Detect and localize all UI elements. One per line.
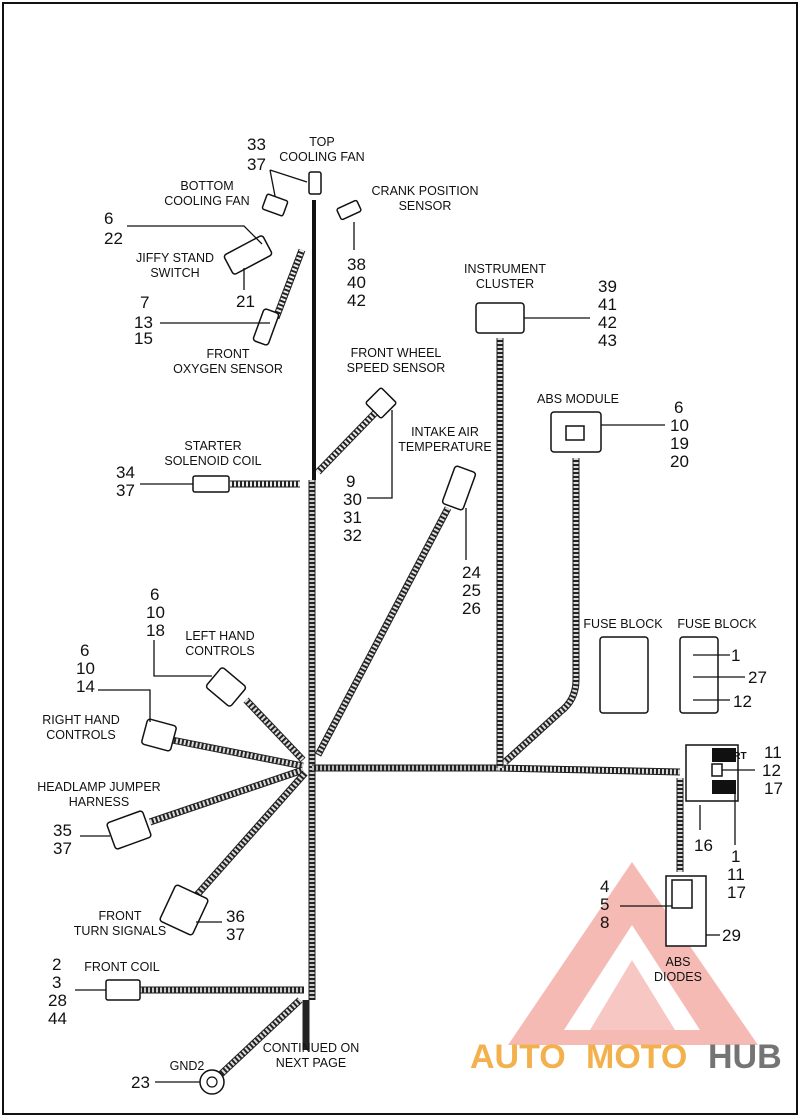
wheel-speed-sensor-connector [365, 387, 397, 419]
oxygen-sensor-connector [252, 308, 280, 346]
callout-relay-fan: 17 [764, 779, 783, 798]
abs-diodes-connector [671, 879, 693, 909]
callout-gnd2: 23 [131, 1073, 150, 1092]
gnd2-label: GND2 [170, 1059, 205, 1073]
callout-relay-start: 11 [764, 743, 782, 762]
wheel-speed-wire [315, 407, 381, 475]
connectors [105, 171, 739, 1095]
left-hand-controls-connector [205, 667, 247, 707]
crank-sensor-connector [336, 199, 362, 221]
callout-abs-diodes-29: 29 [722, 926, 741, 945]
fuse-block-left [599, 636, 649, 714]
callout-fuse-block-1: 1 [731, 646, 740, 665]
right-hand-controls-connector [141, 718, 177, 752]
start-relay-tag: START [714, 751, 747, 762]
watermark-logo: AUTO MOTO HUB [470, 862, 782, 1076]
fuse-block-left-label: FUSE BLOCK [583, 617, 663, 631]
instrument-cluster-connector [475, 302, 525, 334]
turn-signals-connector [159, 884, 209, 936]
starter-solenoid-connector [192, 475, 230, 493]
right-hand-wire [171, 736, 304, 770]
watermark-auto: AUTO [470, 1038, 566, 1076]
callout-relay-mid: 12 [762, 761, 781, 780]
jiffy-stand-switch-connector [223, 235, 273, 275]
relay-feed-wire [497, 764, 681, 776]
fuse-block-right-label: FUSE BLOCK [677, 617, 757, 631]
abs-module-label: ABS MODULE [537, 392, 619, 406]
fan-relay-tag: FAN [716, 783, 736, 794]
headlamp-jumper-connector [106, 810, 152, 850]
top-cooling-fan-connector [308, 171, 322, 195]
bottom-cooling-fan-connector [261, 193, 289, 217]
gnd-wire [217, 997, 303, 1078]
callout-jiffy-stand-switch: 21 [236, 292, 255, 311]
leader-lines [75, 169, 755, 1083]
callout-relay-16: 16 [694, 836, 713, 855]
abs-module-plug [565, 425, 585, 441]
front-coil-connector [105, 979, 141, 1001]
front-coil-label: FRONT COIL [84, 960, 160, 974]
harness-wires [140, 200, 684, 1078]
abs-module-wire [502, 458, 580, 765]
start-relay-tag-bg [712, 748, 736, 762]
intake-air-connector [441, 465, 477, 511]
watermark-hub: HUB [708, 1038, 782, 1076]
callout-fuse-block-12: 12 [733, 692, 752, 711]
watermark-moto: MOTO [586, 1038, 687, 1076]
relay-mid-slot [711, 763, 723, 777]
fan-relay-tag-bg [712, 780, 736, 794]
fuse-block-right [679, 636, 719, 714]
callout-fuse-block-27: 27 [748, 668, 767, 687]
